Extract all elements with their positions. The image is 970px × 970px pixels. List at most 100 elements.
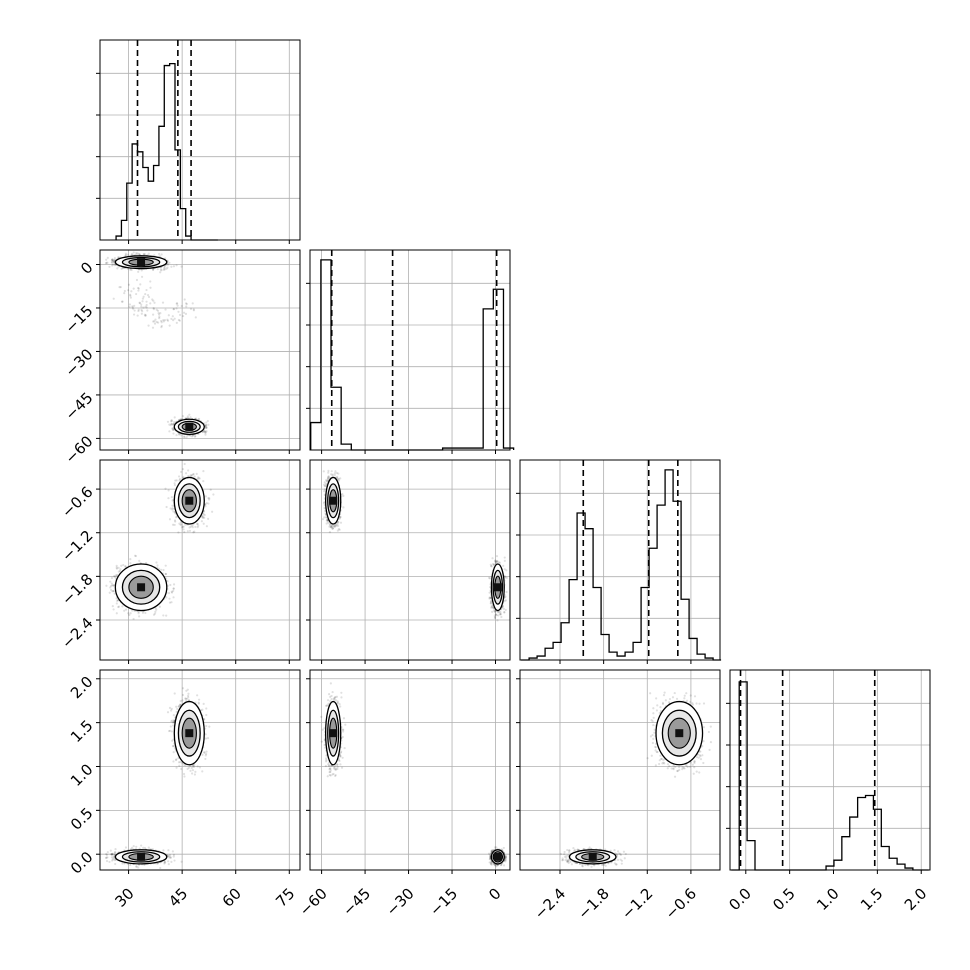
- sample-point: [119, 286, 122, 289]
- panel-frame: [99, 39, 301, 241]
- sample-point: [327, 475, 330, 478]
- sample-point: [160, 253, 163, 256]
- sample-point: [152, 320, 155, 323]
- sample-point: [114, 574, 117, 577]
- sample-point: [160, 269, 163, 272]
- sample-point: [117, 605, 121, 608]
- sample-point: [190, 473, 193, 477]
- sample-point: [164, 308, 167, 311]
- sample-point: [171, 507, 174, 510]
- sample-point: [127, 283, 131, 286]
- sample-point: [201, 516, 204, 519]
- sample-point: [183, 436, 186, 439]
- sample-point: [490, 606, 494, 609]
- sample-point: [497, 614, 500, 617]
- sample-point: [124, 565, 127, 568]
- sample-point: [488, 597, 491, 600]
- samples: [321, 469, 508, 622]
- sample-point: [140, 275, 144, 278]
- sample-point: [212, 493, 215, 496]
- sample-point: [165, 596, 168, 599]
- sample-point: [186, 530, 189, 533]
- sample-point: [118, 285, 121, 289]
- sample-point: [172, 587, 175, 590]
- sample-point: [180, 521, 183, 524]
- panel-1-0: [96, 249, 301, 454]
- sample-point: [194, 434, 197, 438]
- sample-point: [152, 268, 155, 271]
- sample-point: [128, 303, 131, 306]
- sample-point: [494, 560, 497, 563]
- sample-point: [113, 592, 116, 595]
- sample-point: [145, 306, 148, 309]
- sample-point: [121, 300, 124, 303]
- sample-point: [184, 472, 188, 475]
- sample-point: [159, 268, 162, 271]
- sample-point: [155, 320, 158, 324]
- sample-point: [188, 529, 192, 532]
- sample-point: [153, 612, 157, 615]
- sample-point: [163, 268, 166, 271]
- sample-point: [104, 262, 108, 265]
- sample-point: [196, 477, 199, 480]
- sample-point: [204, 433, 207, 436]
- sample-point: [143, 313, 146, 316]
- sample-point: [197, 417, 201, 420]
- sample-point: [156, 564, 159, 567]
- sample-point: [109, 588, 113, 591]
- sample-point: [504, 576, 507, 579]
- sample-point: [202, 513, 205, 516]
- sample-point: [489, 586, 492, 589]
- sample-point: [187, 469, 190, 472]
- sample-point: [117, 566, 120, 569]
- sample-point: [205, 501, 208, 505]
- sample-point: [174, 479, 177, 482]
- sample-point: [183, 298, 186, 301]
- sample-point: [136, 314, 139, 317]
- sample-point: [139, 283, 142, 286]
- sample-point: [168, 261, 171, 264]
- sample-point: [204, 425, 207, 429]
- sample-point: [189, 474, 192, 477]
- sample-point: [120, 267, 123, 270]
- sample-point: [202, 522, 205, 525]
- sample-point: [172, 308, 175, 311]
- sample-point: [109, 586, 112, 589]
- sample-point: [209, 488, 212, 491]
- sample-point: [341, 493, 344, 496]
- sample-point: [127, 612, 130, 615]
- sample-point: [189, 434, 192, 437]
- sample-point: [172, 596, 175, 599]
- sample-point: [502, 607, 506, 610]
- sample-point: [188, 526, 191, 529]
- sample-point: [162, 320, 165, 323]
- sample-point: [160, 321, 163, 324]
- sample-point: [190, 475, 193, 478]
- sample-point: [133, 304, 136, 307]
- sample-point: [490, 604, 493, 608]
- sample-point: [131, 305, 134, 308]
- sample-point: [495, 560, 498, 563]
- sample-point: [172, 587, 175, 590]
- sample-point: [181, 525, 184, 528]
- sample-point: [193, 435, 197, 438]
- sample-point: [135, 292, 138, 296]
- sample-point: [106, 256, 109, 260]
- sample-point: [130, 290, 133, 293]
- sample-point: [110, 259, 113, 262]
- sample-point: [488, 577, 492, 580]
- sample-point: [489, 596, 492, 600]
- sample-point: [175, 302, 178, 305]
- sample-point: [194, 316, 197, 319]
- sample-point: [205, 424, 208, 427]
- sample-point: [160, 326, 163, 329]
- sample-point: [121, 605, 124, 608]
- sample-point: [503, 575, 507, 578]
- sample-point: [505, 576, 508, 579]
- sample-point: [339, 477, 342, 480]
- sample-point: [116, 599, 119, 603]
- sample-point: [171, 508, 174, 511]
- sample-point: [333, 473, 336, 477]
- sample-point: [504, 599, 507, 602]
